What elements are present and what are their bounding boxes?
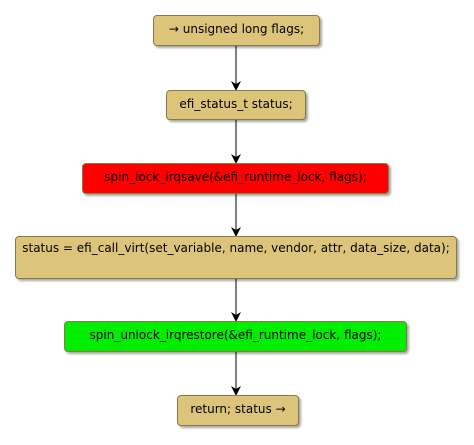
node-return: return; status → bbox=[177, 395, 299, 426]
node-return-label: return; status → bbox=[190, 402, 286, 416]
node-spin-lock-label: spin_lock_irqsave(&efi_runtime_lock, fla… bbox=[104, 170, 367, 184]
node-spin-unlock-label: spin_unlock_irqrestore(&efi_runtime_lock… bbox=[89, 328, 382, 342]
node-declare-status: efi_status_t status; bbox=[166, 90, 306, 120]
node-spin-lock: spin_lock_irqsave(&efi_runtime_lock, fla… bbox=[82, 163, 389, 194]
node-declare-status-label: efi_status_t status; bbox=[179, 97, 293, 111]
node-efi-call-label: status = efi_call_virt(set_variable, nam… bbox=[22, 241, 450, 255]
node-declare-flags: → unsigned long flags; bbox=[153, 15, 320, 46]
node-declare-flags-label: → unsigned long flags; bbox=[168, 22, 305, 36]
node-spin-unlock: spin_unlock_irqrestore(&efi_runtime_lock… bbox=[64, 321, 407, 352]
node-efi-call: status = efi_call_virt(set_variable, nam… bbox=[15, 236, 457, 279]
